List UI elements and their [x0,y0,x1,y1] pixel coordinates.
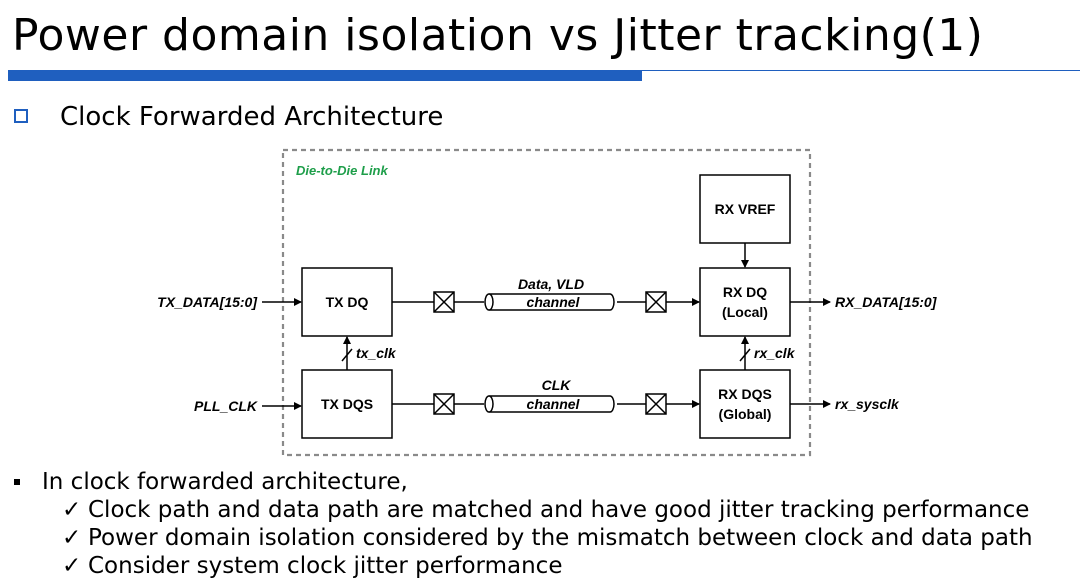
rx-clk-slash [739,348,751,362]
check-icon: ✓ [62,525,82,551]
rx-dq-label-1: RX DQ [723,284,767,300]
check-item-text: Consider system clock jitter performance [88,553,563,579]
check-item-text: Clock path and data path are matched and… [88,497,1030,523]
checkbox-icon [14,109,28,123]
check-icon: ✓ [62,553,82,579]
tx-dqs-block: TX DQS [301,369,393,439]
rx-dq-label-2: (Local) [722,304,768,320]
clk-channel-text: channel [527,396,581,412]
tx-dqs-label: TX DQS [321,396,373,412]
tx-dq-block: TX DQ [301,267,393,337]
rx-dq-block: RX DQ (Local) [699,267,791,337]
rx-sysclk-output-label: rx_sysclk [835,396,900,412]
square-bullet-icon [14,479,20,485]
rx-clk-label: rx_clk [754,345,796,361]
clk-channel-label: CLK [542,377,572,393]
check-item-2: ✓Power domain isolation considered by th… [62,523,1033,553]
title-underline-thin [642,70,1080,71]
tx-clk-pad-icon [433,393,455,415]
bullet-main-text: In clock forwarded architecture, [42,469,408,495]
data-channel-icon [484,293,615,311]
tx-dq-label: TX DQ [326,294,369,310]
rx-data-output-label: RX_DATA[15:0] [835,294,938,310]
clk-channel-icon [484,395,615,413]
rx-dqs-label-2: (Global) [719,406,772,422]
check-item-1: ✓Clock path and data path are matched an… [62,495,1029,525]
pll-clk-input-label: PLL_CLK [194,398,258,414]
tx-clk-slash [341,348,353,362]
check-item-text: Power domain isolation considered by the… [88,525,1033,551]
check-icon: ✓ [62,497,82,523]
data-channel-label: Data, VLD [518,276,584,292]
title-underline-thick [8,70,642,81]
rx-dqs-label-1: RX DQS [718,386,772,402]
rx-clk-pad-icon [645,393,667,415]
rx-dqs-block: RX DQS (Global) [699,369,791,439]
section-heading: Clock Forwarded Architecture [60,102,444,132]
page-title: Power domain isolation vs Jitter trackin… [12,10,984,61]
rx-vref-block: RX VREF [699,174,791,244]
data-channel-text: channel [527,294,581,310]
rx-data-pad-icon [645,291,667,313]
rx-vref-label: RX VREF [715,201,776,217]
die-to-die-label: Die-to-Die Link [296,163,388,178]
tx-data-pad-icon [433,291,455,313]
check-item-3: ✓Consider system clock jitter performanc… [62,551,562,581]
tx-clk-label: tx_clk [356,345,397,361]
tx-data-input-label: TX_DATA[15:0] [157,294,258,310]
